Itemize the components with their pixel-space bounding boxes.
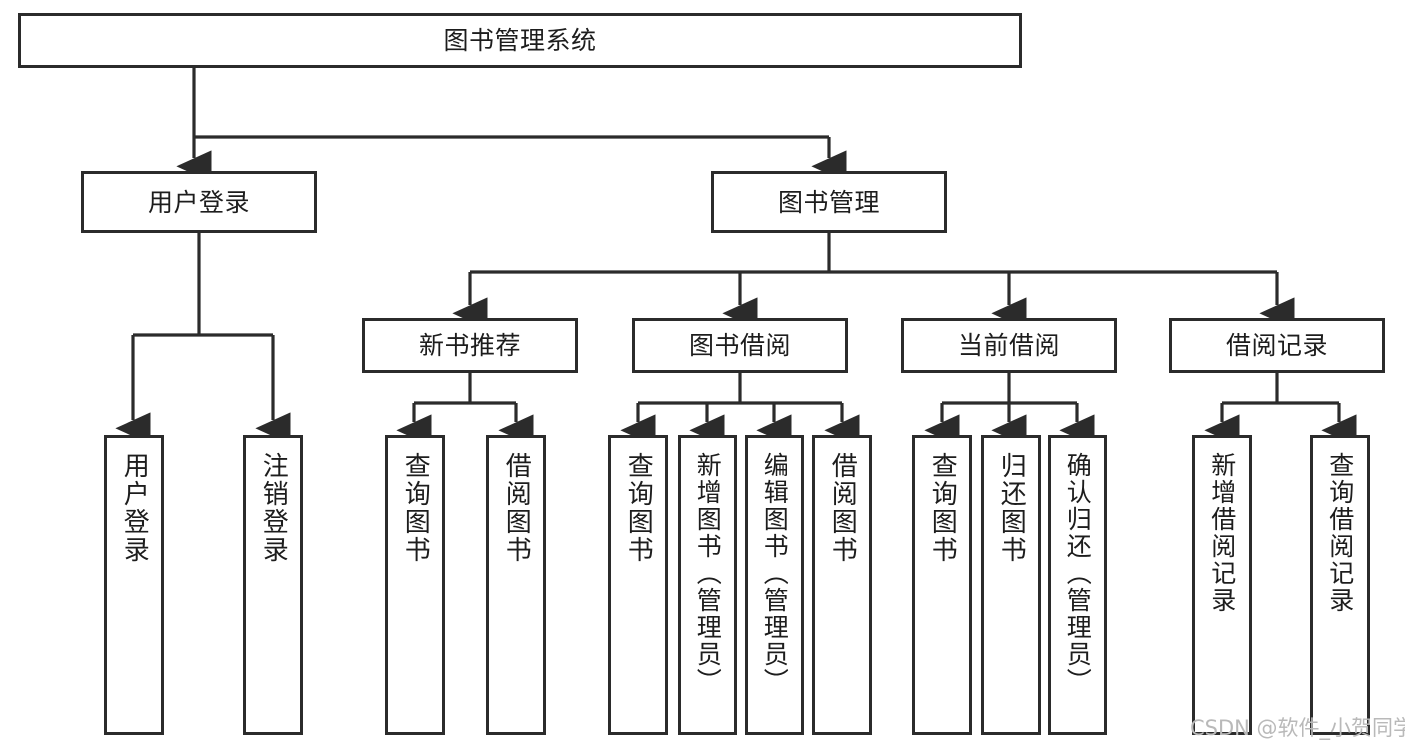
node-label: 当前借阅 [957,331,1060,360]
leaf-records-add-record[interactable]: 新增借阅记录 [1192,435,1252,735]
node-label: 图书管理 [777,187,880,217]
leaf-current-return-book[interactable]: 归还图书 [981,435,1041,735]
leaf-user-login-logout[interactable]: 注销登录 [243,435,303,735]
leaf-recommend-query-book[interactable]: 查询图书 [385,435,445,735]
leaf-user-login-login[interactable]: 用户登录 [104,435,164,735]
leaf-borrow-query-book[interactable]: 查询图书 [608,435,668,735]
node-label: 借阅图书 [827,452,858,564]
node-label: 图书借阅 [688,331,791,360]
node-new-book-recommend[interactable]: 新书推荐 [362,318,578,373]
node-label: 新增借阅记录 [1207,452,1237,614]
node-label: 新书推荐 [418,331,521,360]
node-book-management[interactable]: 图书管理 [711,171,947,233]
node-label: 用户登录 [119,452,150,564]
node-label: 查询图书 [927,452,958,564]
leaf-current-confirm-return-admin[interactable]: 确认归还（管理员） [1048,435,1107,735]
node-user-login[interactable]: 用户登录 [81,171,317,233]
csdn-watermark: CSDN @软件_小贺同学 [1190,716,1405,740]
node-label: 查询借阅记录 [1325,452,1355,614]
node-label: 新增图书（管理员） [693,452,723,695]
node-label: 借阅图书 [501,452,532,564]
leaf-recommend-borrow-book[interactable]: 借阅图书 [486,435,546,735]
node-label: 查询图书 [400,452,431,564]
leaf-current-query-book[interactable]: 查询图书 [912,435,972,735]
leaf-borrow-borrow-book[interactable]: 借阅图书 [812,435,872,735]
node-label: 图书管理系统 [443,26,597,55]
node-label: 归还图书 [996,452,1027,564]
node-label: 查询图书 [623,452,654,564]
node-label: 注销登录 [258,452,289,564]
node-book-borrow[interactable]: 图书借阅 [632,318,848,373]
leaf-borrow-add-book-admin[interactable]: 新增图书（管理员） [678,435,737,735]
leaf-records-query-record[interactable]: 查询借阅记录 [1310,435,1370,735]
node-label: 编辑图书（管理员） [760,452,790,695]
node-borrow-records[interactable]: 借阅记录 [1169,318,1385,373]
node-label: 借阅记录 [1225,331,1328,360]
node-label: 确认归还（管理员） [1063,452,1093,695]
node-current-borrow[interactable]: 当前借阅 [901,318,1117,373]
node-label: 用户登录 [147,187,250,217]
leaf-borrow-edit-book-admin[interactable]: 编辑图书（管理员） [745,435,804,735]
node-root-system[interactable]: 图书管理系统 [18,13,1022,68]
